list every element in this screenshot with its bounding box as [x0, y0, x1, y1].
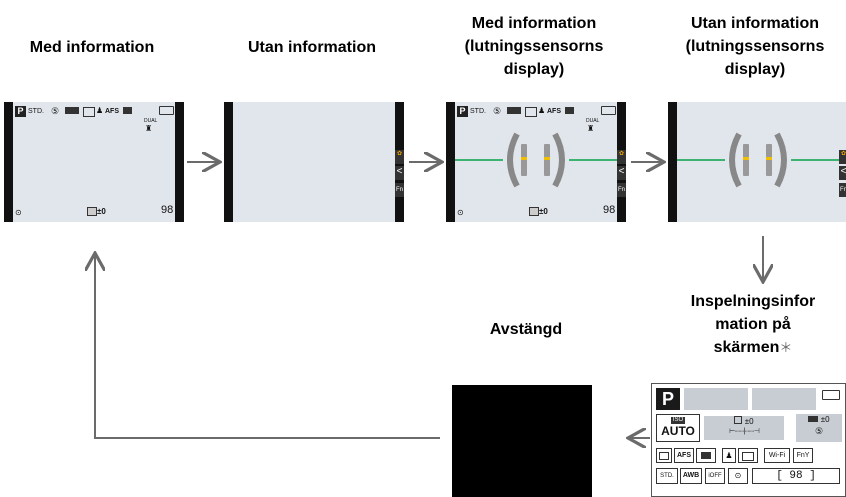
panel-wifi-button[interactable]: Wi-Fi: [764, 448, 790, 463]
tab-arrow-icon[interactable]: <: [395, 166, 404, 180]
label-med-information: Med information: [29, 39, 155, 56]
panel-slot-1: [684, 388, 748, 410]
person-icon: ♟: [96, 106, 104, 115]
exposure-value: ±0: [539, 207, 548, 216]
tilt-marker-left: [521, 157, 527, 160]
dual-text: DUAL: [586, 118, 600, 124]
panel-metering-mode[interactable]: ⊙: [728, 468, 748, 484]
arrow-6-to-1: [95, 255, 440, 439]
battery-icon: [601, 106, 616, 115]
label-med-information-level: Med information (lutningssensorns displa…: [464, 15, 604, 78]
metering-icon: [565, 107, 574, 114]
panel-slot-2: [752, 388, 816, 410]
panel-ia-off[interactable]: iOFF: [705, 468, 725, 484]
af-mode-text: AFS: [105, 108, 119, 115]
flash-icon: ⑤: [493, 106, 502, 116]
fn-button[interactable]: Fn: [395, 183, 404, 197]
tilt-marker-left: [743, 157, 749, 160]
screen-with-info-level: P STD. ⑤ ♟ AFS DUAL ♜ ✿ < Fn ⊙ ±0 98: [446, 102, 626, 222]
tilt-marker-right: [544, 157, 550, 160]
label-recording-info: Inspelningsinfor mation på skärmen＊: [690, 293, 816, 356]
stabilizer-icon: ♜: [587, 124, 595, 133]
touch-shutter-icon[interactable]: ✿: [395, 150, 404, 164]
size-icon: [525, 107, 537, 117]
tab-arrow-icon[interactable]: <: [617, 166, 626, 180]
panel-white-balance[interactable]: AWB: [680, 468, 702, 484]
shots-remaining: 98: [161, 204, 174, 216]
screen-without-info: ✿ < Fn: [224, 102, 404, 222]
panel-photo-style[interactable]: STD.: [656, 468, 678, 484]
quality-icon: [65, 107, 79, 114]
touch-shutter-icon[interactable]: ✿: [839, 150, 846, 164]
panel-drive-mode[interactable]: [656, 448, 672, 463]
level-gauge: [677, 132, 839, 188]
touch-shutter-icon[interactable]: ✿: [617, 150, 626, 164]
exposure-icon: [87, 207, 97, 216]
photo-style-text: STD.: [28, 108, 44, 115]
panel-exposure[interactable]: ±0 ⊢·······|·······⊣: [704, 416, 784, 440]
person-icon: ♟: [538, 106, 546, 115]
metering-icon: [123, 107, 132, 114]
panel-mode[interactable]: P: [656, 388, 680, 410]
stabilizer-icon: ♜: [145, 124, 153, 133]
panel-fn-button[interactable]: FnY: [793, 448, 813, 463]
exposure-icon: [529, 207, 539, 216]
metering-bottom-icon: ⊙: [457, 208, 464, 217]
panel-shots: [ 98 ]: [752, 468, 840, 484]
quality-icon: [507, 107, 521, 114]
label-avstangd: Avstängd: [489, 321, 563, 338]
flash-icon: ⑤: [51, 106, 60, 116]
panel-size[interactable]: [738, 448, 758, 463]
battery-icon: [159, 106, 174, 115]
panel-metering[interactable]: [696, 448, 716, 463]
size-icon: [83, 107, 95, 117]
af-mode-text: AFS: [547, 108, 561, 115]
mode-badge: P: [457, 106, 468, 117]
screen-with-info: P STD. ⑤ ♟ AFS DUAL ♜ ⊙ ±0 98: [4, 102, 184, 222]
panel-af-mode[interactable]: AFS: [674, 448, 694, 463]
exposure-value: ±0: [97, 207, 106, 216]
fn-button[interactable]: Fn: [617, 183, 626, 197]
mode-badge: P: [15, 106, 26, 117]
level-arc-right: [774, 132, 787, 188]
panel-flash[interactable]: ±0 ⑤: [796, 414, 842, 442]
dual-text: DUAL: [144, 118, 158, 124]
tab-arrow-icon[interactable]: <: [839, 166, 846, 180]
level-arc-right: [552, 132, 565, 188]
metering-bottom-icon: ⊙: [15, 208, 22, 217]
panel-iso[interactable]: ISO AUTO: [656, 414, 700, 442]
label-utan-information: Utan information: [248, 39, 376, 56]
level-gauge: [455, 132, 617, 188]
level-arc-left: [729, 132, 742, 188]
recording-info-panel: P ISO AUTO ±0 ⊢·······|·······⊣ ±0 ⑤ AFS…: [651, 383, 846, 497]
screen-off: [452, 385, 592, 497]
shots-remaining: 98: [603, 204, 616, 216]
label-utan-information-level: Utan information (lutningssensorns displ…: [685, 15, 825, 78]
fn-button[interactable]: Fn: [839, 183, 846, 197]
battery-icon: [822, 390, 840, 400]
photo-style-text: STD.: [470, 108, 486, 115]
level-arc-left: [507, 132, 520, 188]
panel-person-icon[interactable]: ♟: [722, 448, 736, 463]
tilt-marker-right: [766, 157, 772, 160]
screen-without-info-level: ✿ < Fn: [668, 102, 846, 222]
